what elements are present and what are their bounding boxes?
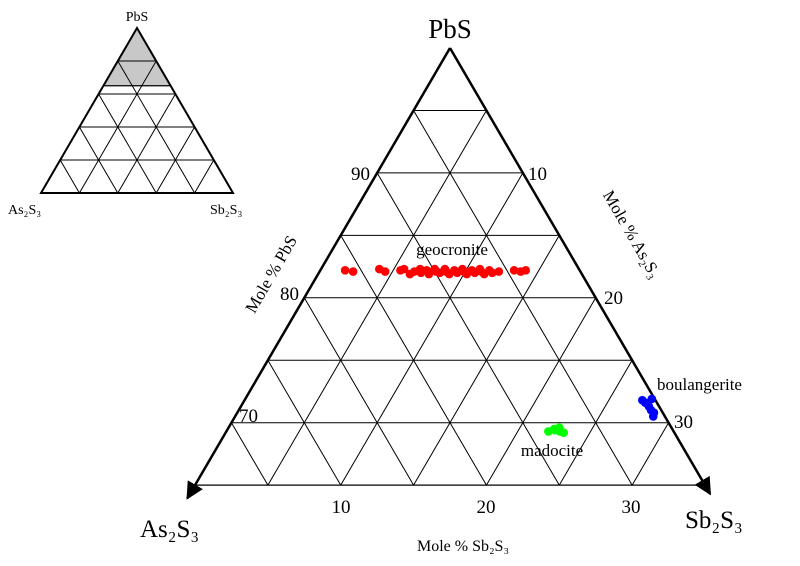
inset-vertex-label-right: Sb₂S₃ xyxy=(210,203,242,218)
axis-title-as2s3: Mole % As₂S₃ xyxy=(599,187,664,281)
geocronite-point xyxy=(348,267,358,276)
data-points xyxy=(340,264,659,437)
series-label-boulangerite: boulangerite xyxy=(657,375,742,394)
series-boulangerite xyxy=(638,394,659,421)
right-edge-axis-arrow xyxy=(448,47,712,496)
geocronite-point xyxy=(521,266,531,275)
inset-gridline-as2s3 xyxy=(98,93,157,194)
left-edge-axis-arrow xyxy=(186,47,452,500)
inset-highlighted-region xyxy=(103,28,171,86)
inset-gridline-sb2s3 xyxy=(117,93,176,194)
madocite-point xyxy=(550,425,560,435)
geocronite-point xyxy=(399,264,409,274)
geocronite-point xyxy=(509,266,519,275)
inset-triangle-frame xyxy=(39,26,235,194)
inset-vertex-label-top: PbS xyxy=(126,10,149,25)
tick-pbs-80: 80 xyxy=(280,284,299,305)
gridline-sb2s3-20 xyxy=(485,297,597,486)
axis-title-sb2s3: Mole % Sb₂S₃ xyxy=(417,538,509,555)
gridline-as2s3-30 xyxy=(231,422,269,486)
tick-sb2s3-10: 10 xyxy=(332,497,351,518)
geocronite-point xyxy=(340,266,350,275)
gridline-sb2s3-30 xyxy=(631,422,669,486)
tick-as2s3-20: 20 xyxy=(604,288,623,309)
vertex-label-left: As₂S₃ xyxy=(140,516,199,543)
geocronite-point xyxy=(487,268,497,278)
madocite-point xyxy=(559,428,568,437)
series-label-geocronite: geocronite xyxy=(416,240,488,259)
tick-pbs-70: 70 xyxy=(239,406,258,427)
inset-gridline-sb2s3 xyxy=(194,159,215,194)
tick-sb2s3-20: 20 xyxy=(477,497,496,518)
gridline-as2s3-10 xyxy=(376,172,560,486)
vertex-label-right: Sb₂S₃ xyxy=(685,507,743,534)
series-label-madocite: madocite xyxy=(521,441,583,460)
gridline-as2s3-20 xyxy=(303,297,415,486)
inset-vertex-label-left: As₂S₃ xyxy=(8,203,41,218)
vertex-label-top: PbS xyxy=(428,14,472,44)
geocronite-point xyxy=(380,267,390,276)
boulangerite-point xyxy=(647,394,657,404)
geocronite-point xyxy=(424,269,434,279)
main-triangle-frame xyxy=(186,47,712,500)
geocronite-point xyxy=(494,267,504,276)
series-geocronite xyxy=(340,264,531,279)
tick-sb2s3-30: 30 xyxy=(622,497,641,518)
tick-as2s3-10: 10 xyxy=(528,164,547,185)
main-grid xyxy=(231,109,669,486)
tick-as2s3-30: 30 xyxy=(674,412,693,433)
inset-gridline-as2s3 xyxy=(59,159,80,194)
series-madocite xyxy=(544,423,568,437)
inset-overview-triangle xyxy=(39,26,235,194)
tick-pbs-90: 90 xyxy=(351,164,370,185)
boulangerite-point xyxy=(648,412,658,421)
gridline-sb2s3-10 xyxy=(340,172,524,486)
